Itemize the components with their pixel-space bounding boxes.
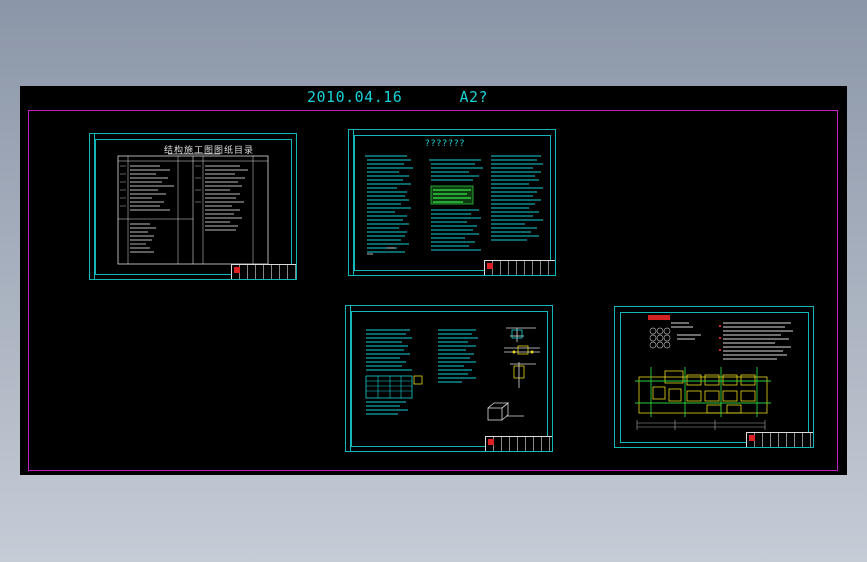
binding-strip (349, 130, 354, 275)
drawing-date: 2010.04.16 (307, 88, 403, 106)
cad-model-space[interactable]: 2010.04.16 A2? 结构施工图图纸目录 (20, 86, 847, 475)
sheet-size: A2? (459, 88, 489, 106)
sheet-border (620, 312, 809, 443)
title-block (485, 436, 552, 451)
sheet-border (354, 135, 551, 271)
layout-frame (28, 110, 838, 471)
index-table (117, 153, 269, 265)
binding-strip (90, 134, 95, 279)
company-logo (749, 435, 755, 441)
title-block (484, 260, 555, 275)
company-logo (487, 263, 493, 269)
sheet-drawing-index[interactable]: 结构施工图图纸目录 (89, 133, 297, 280)
sheet-title: ??????? (425, 139, 466, 149)
binding-strip (346, 306, 351, 451)
drawing-header: 2010.04.16 A2? (307, 88, 488, 106)
company-logo (234, 267, 240, 273)
foundation-drawing (635, 315, 793, 430)
details-drawing (365, 327, 540, 421)
company-logo (488, 439, 494, 445)
title-block (746, 432, 813, 447)
sheet-border (95, 139, 292, 275)
sheet-notes-details[interactable] (345, 305, 553, 452)
sheet-general-notes[interactable]: ??????? (348, 129, 556, 276)
notes-text-block (365, 155, 543, 255)
sheet-title: 结构施工图图纸目录 (164, 146, 255, 156)
sheet-border (351, 311, 548, 447)
title-block (231, 264, 296, 279)
sheet-foundation-plan[interactable] (614, 306, 814, 448)
